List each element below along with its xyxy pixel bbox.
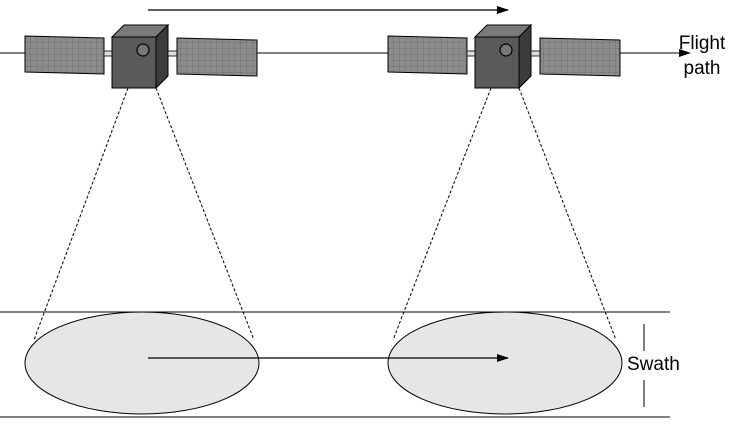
- swath-label: Swath: [627, 354, 680, 375]
- view-cone-right: [392, 87, 617, 341]
- flight-path-label-line1: Flight: [679, 33, 726, 54]
- view-cone-left: [33, 87, 255, 341]
- footprint-ellipse-right: [387, 311, 623, 415]
- satellite-icon: [387, 23, 621, 90]
- satellite-icon: [24, 23, 258, 90]
- solar-panel-right: [176, 37, 258, 77]
- solar-panel-left: [24, 35, 105, 75]
- solar-panel-right: [539, 37, 621, 77]
- solar-panel-left: [387, 35, 468, 75]
- footprint-ellipse-left: [24, 311, 260, 415]
- flight-path-label-line2: path: [684, 58, 721, 79]
